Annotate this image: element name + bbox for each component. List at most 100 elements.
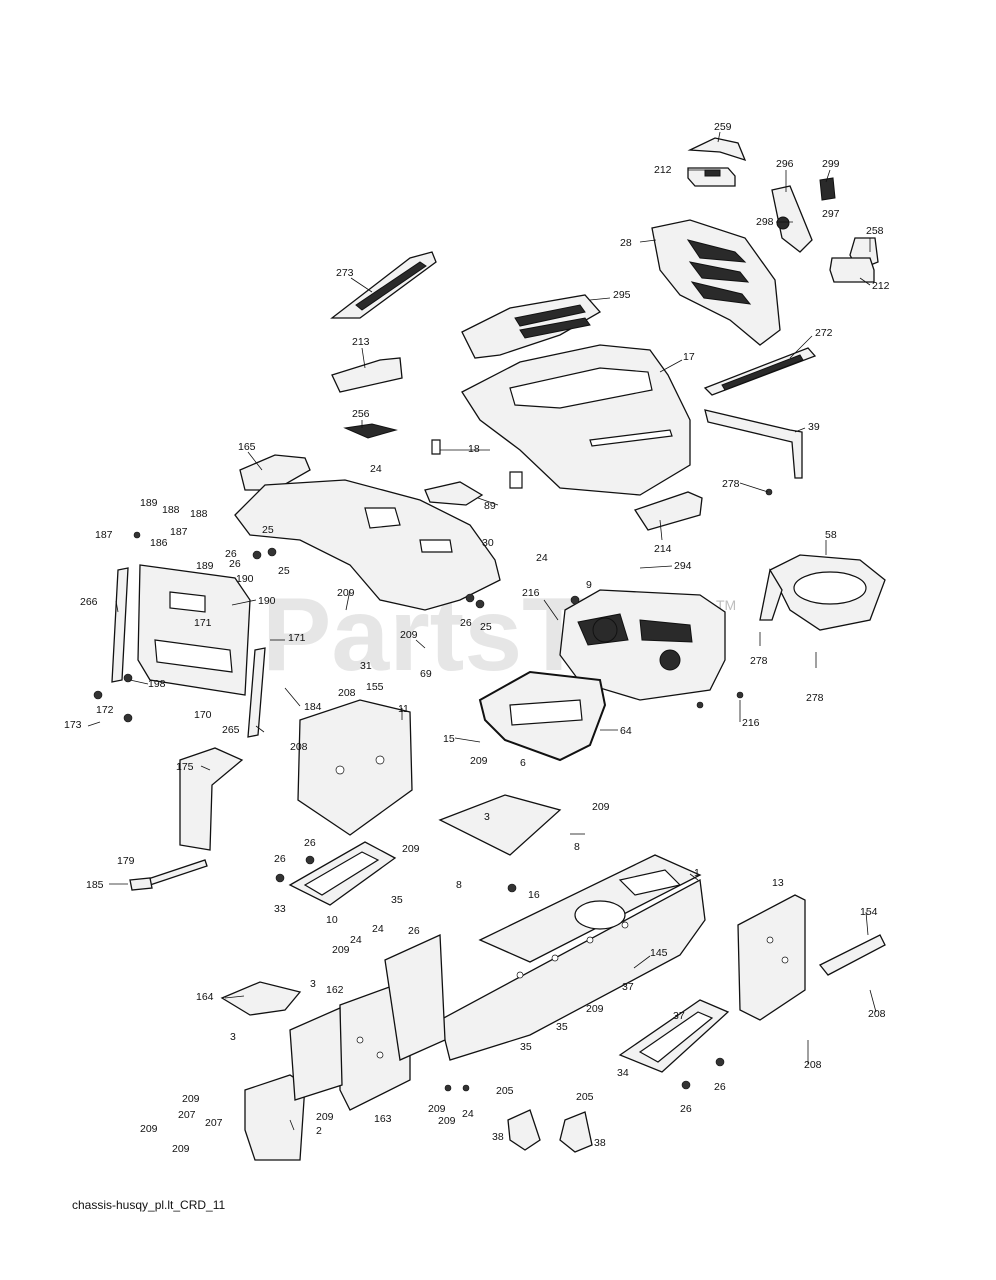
callout-190: 190 (236, 573, 254, 585)
callout-6: 6 (520, 757, 526, 769)
callout-209-k: 209 (428, 1103, 446, 1115)
callout-24-e: 24 (462, 1108, 474, 1120)
callout-24-c: 24 (350, 934, 362, 946)
callout-38-b: 38 (594, 1137, 606, 1149)
part-28-grille (651, 219, 781, 346)
callout-26-b: 26 (229, 558, 241, 570)
callout-26: 26 (225, 548, 237, 560)
callout-171-b: 171 (288, 632, 306, 644)
callout-18: 18 (468, 443, 480, 455)
callout-3-b: 3 (310, 978, 316, 990)
callout-170: 170 (194, 709, 212, 721)
diagram-caption: chassis-husqy_pl.lt_CRD_11 (72, 1198, 226, 1212)
callout-16: 16 (528, 889, 540, 901)
callout-209-d: 209 (592, 801, 610, 813)
part-9-dash (559, 589, 726, 701)
callout-26-g: 26 (714, 1081, 726, 1093)
callout-209-c: 209 (470, 755, 488, 767)
callout-15: 15 (443, 733, 455, 745)
callout-189: 189 (140, 497, 158, 509)
callout-207: 207 (178, 1109, 196, 1121)
callout-209-l: 209 (172, 1143, 190, 1155)
callout-24-b: 24 (536, 552, 548, 564)
part-64-shield (478, 670, 607, 762)
callout-272: 272 (815, 327, 833, 339)
part-13-rear-panel (737, 894, 806, 1021)
callout-1: 1 (694, 867, 700, 879)
callout-155: 155 (366, 681, 384, 693)
part-273-vent (330, 251, 437, 319)
callout-298: 298 (756, 216, 774, 228)
callout-209-g: 209 (586, 1003, 604, 1015)
part-164-plate (220, 981, 302, 1016)
callout-38: 38 (492, 1131, 504, 1143)
callout-labels: 259 212 296 299 297 298 28 258 212 273 2… (64, 121, 890, 1155)
callout-190-b: 190 (258, 595, 276, 607)
callout-34: 34 (617, 1067, 629, 1079)
part-38-bracket-right (559, 1111, 593, 1153)
callout-173: 173 (64, 719, 82, 731)
part-39-bracket (704, 409, 803, 479)
part-213-panel (331, 357, 403, 393)
callout-209-f: 209 (332, 944, 350, 956)
part-296-bracket (771, 185, 813, 253)
callout-295: 295 (613, 289, 631, 301)
callout-188-b: 188 (190, 508, 208, 520)
part-11-panel (297, 699, 413, 836)
callout-209: 209 (337, 587, 355, 599)
callout-58: 58 (825, 529, 837, 541)
callout-278: 278 (722, 478, 740, 490)
callout-179: 179 (117, 855, 135, 867)
callout-8-b: 8 (456, 879, 462, 891)
callout-259: 259 (714, 121, 732, 133)
callout-3: 3 (484, 811, 490, 823)
callout-26-e: 26 (274, 853, 286, 865)
part-266-strip (111, 567, 129, 683)
callout-216: 216 (522, 587, 540, 599)
callout-188: 188 (162, 504, 180, 516)
callout-28: 28 (620, 237, 632, 249)
callout-37-b: 37 (673, 1010, 685, 1022)
part-272-vent (703, 347, 817, 396)
callout-64: 64 (620, 725, 632, 737)
callout-205-b: 205 (576, 1091, 594, 1103)
part-6-plate (438, 794, 562, 856)
callout-198: 198 (148, 678, 166, 690)
callout-208: 208 (338, 687, 356, 699)
part-212-block-right (829, 257, 875, 283)
callout-184: 184 (304, 701, 322, 713)
part-185-pedal (129, 877, 153, 891)
callout-26-c: 26 (460, 617, 472, 629)
callout-258: 258 (866, 225, 884, 237)
part-89-knob (424, 481, 484, 506)
part-256-panel (343, 423, 398, 439)
callout-187-b: 187 (170, 526, 188, 538)
callout-273: 273 (336, 267, 354, 279)
part-212-block-top (687, 167, 736, 187)
callout-154: 154 (860, 906, 878, 918)
part-259-cap (687, 137, 747, 162)
callout-25: 25 (262, 524, 274, 536)
callout-162: 162 (326, 984, 344, 996)
leader-lines (87, 131, 877, 1131)
callout-209-h: 209 (182, 1093, 200, 1105)
part-1-frame (439, 854, 706, 1061)
callout-209-j: 209 (316, 1111, 334, 1123)
callout-30: 30 (482, 537, 494, 549)
callout-266: 266 (80, 596, 98, 608)
part-265-strip (247, 647, 266, 738)
callout-37: 37 (622, 981, 634, 993)
callout-69: 69 (420, 668, 432, 680)
part-58-seatpan (759, 554, 886, 631)
callout-175: 175 (176, 761, 194, 773)
callout-185: 185 (86, 879, 104, 891)
part-side-plate (289, 1007, 343, 1101)
part-34-footrest (618, 999, 730, 1073)
callout-208-b: 208 (290, 741, 308, 753)
part-2-plate (244, 1074, 306, 1161)
part-center-plate (384, 934, 446, 1061)
callout-265: 265 (222, 724, 240, 736)
callout-39: 39 (808, 421, 820, 433)
callout-2: 2 (316, 1125, 322, 1137)
